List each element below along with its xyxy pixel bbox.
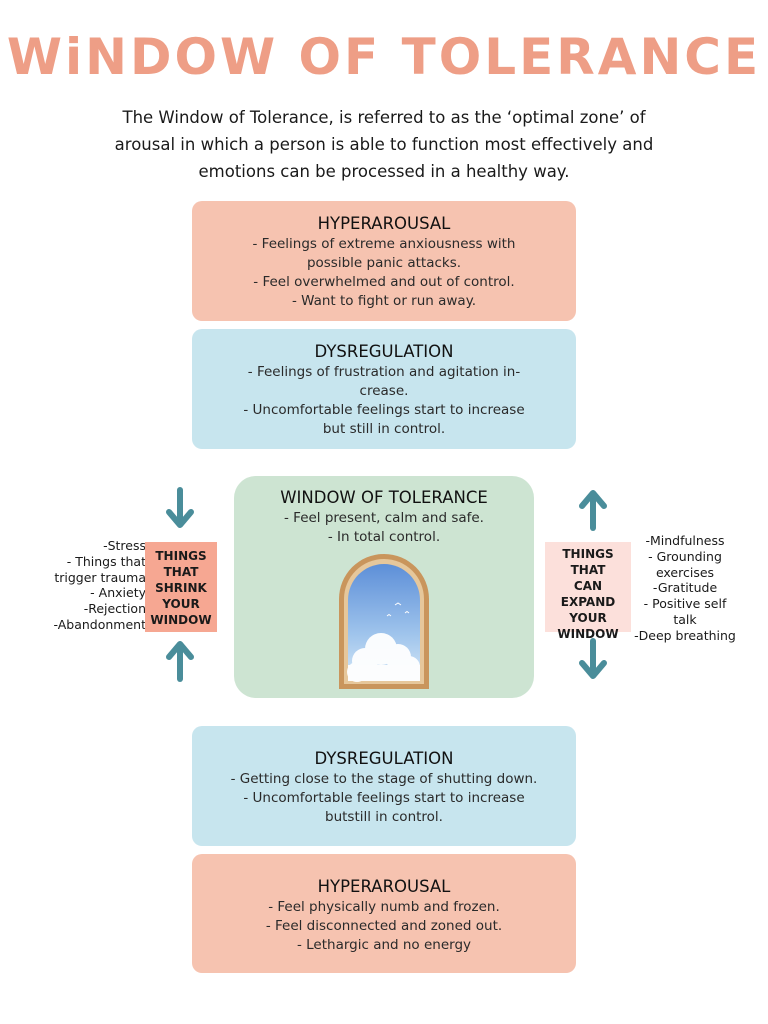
list-item: -Deep breathing bbox=[634, 627, 736, 643]
dysregulation-top-box: DYSREGULATION - Feelings of frustration … bbox=[192, 329, 576, 449]
label-line: WINDOW bbox=[557, 627, 619, 641]
arrow-up-icon bbox=[166, 641, 194, 682]
hyperarousal-bottom-box: HYPERAROUSAL - Feel physically numb and … bbox=[192, 854, 576, 973]
arrow-down-icon bbox=[579, 638, 607, 679]
box-line: - In total control. bbox=[327, 529, 441, 545]
box-heading: HYPERAROUSAL bbox=[317, 214, 451, 233]
box-line: - Uncomfortable feelings start to increa… bbox=[243, 402, 525, 418]
label-line: THINGS bbox=[155, 549, 207, 563]
shrink-factors-list: -Stress - Things that trigger trauma - A… bbox=[34, 538, 147, 633]
box-line: - Feelings of frustration and agitation … bbox=[247, 364, 521, 380]
list-item: -Stress bbox=[103, 538, 146, 553]
box-heading: HYPERAROUSAL bbox=[317, 877, 451, 896]
box-line: - Feelings of extreme anxiousness with bbox=[252, 236, 516, 252]
intro-text: The Window of Tolerance, is referred to … bbox=[70, 104, 698, 185]
expand-window-label: THINGS THAT CAN EXPAND YOUR WINDOW bbox=[545, 542, 631, 641]
box-line: - Feel overwhelmed and out of control. bbox=[253, 274, 515, 290]
label-line: YOUR bbox=[569, 611, 607, 625]
label-line: YOUR bbox=[162, 597, 200, 611]
box-line: possible panic attacks. bbox=[306, 255, 462, 271]
intro-line: The Window of Tolerance, is referred to … bbox=[122, 108, 646, 127]
expand-factors-list: -Mindfulness - Grounding exercises -Grat… bbox=[628, 533, 742, 644]
box-heading: WINDOW OF TOLERANCE bbox=[280, 488, 488, 507]
box-line: - Want to fight or run away. bbox=[291, 293, 477, 309]
box-line: - Uncomfortable feelings start to increa… bbox=[243, 790, 525, 806]
label-line: THAT bbox=[570, 563, 606, 577]
box-line: but still in control. bbox=[322, 421, 446, 437]
box-heading: DYSREGULATION bbox=[314, 342, 454, 361]
intro-line: emotions can be processed in a healthy w… bbox=[198, 162, 570, 181]
window-illustration bbox=[339, 554, 429, 689]
arrow-down-icon bbox=[166, 487, 194, 528]
box-heading: DYSREGULATION bbox=[314, 749, 454, 768]
list-item: - Positive self bbox=[643, 596, 727, 612]
label-line: THAT bbox=[163, 565, 199, 579]
intro-line: arousal in which a person is able to fun… bbox=[114, 135, 654, 154]
list-item: - Grounding bbox=[648, 548, 722, 564]
box-line: - Lethargic and no energy bbox=[296, 937, 472, 953]
dysregulation-bottom-box: DYSREGULATION - Getting close to the sta… bbox=[192, 726, 576, 846]
arrow-up-icon bbox=[579, 490, 607, 531]
label-line: WINDOW bbox=[150, 613, 212, 627]
list-item: trigger trauma bbox=[54, 569, 146, 585]
page-title: WiNDOW OF TOLERANCE bbox=[6, 28, 762, 86]
list-item: talk bbox=[673, 611, 697, 627]
box-line: crease. bbox=[359, 383, 409, 399]
list-item: -Mindfulness bbox=[645, 533, 725, 548]
list-item: -Gratitude bbox=[652, 580, 718, 596]
box-line: - Feel present, calm and safe. bbox=[284, 510, 484, 526]
box-line: butstill in control. bbox=[325, 809, 443, 825]
list-item: -Rejection bbox=[83, 601, 146, 617]
box-line: - Feel disconnected and zoned out. bbox=[265, 918, 503, 934]
list-item: - Things that bbox=[66, 553, 146, 569]
list-item: - Anxiety bbox=[90, 585, 146, 601]
window-of-tolerance-box: WINDOW OF TOLERANCE - Feel present, calm… bbox=[234, 476, 534, 698]
list-item: -Abandonment bbox=[53, 616, 147, 632]
list-item: exercises bbox=[655, 564, 715, 580]
box-line: - Feel physically numb and frozen. bbox=[268, 899, 500, 915]
label-line: CAN EXPAND bbox=[560, 579, 616, 609]
label-line: THINGS bbox=[562, 547, 614, 561]
label-line: SHRINK bbox=[155, 581, 207, 595]
box-line: - Getting close to the stage of shutting… bbox=[230, 771, 538, 787]
shrink-window-label: THINGS THAT SHRINK YOUR WINDOW bbox=[145, 542, 217, 632]
hyperarousal-top-box: HYPERAROUSAL - Feelings of extreme anxio… bbox=[192, 201, 576, 321]
